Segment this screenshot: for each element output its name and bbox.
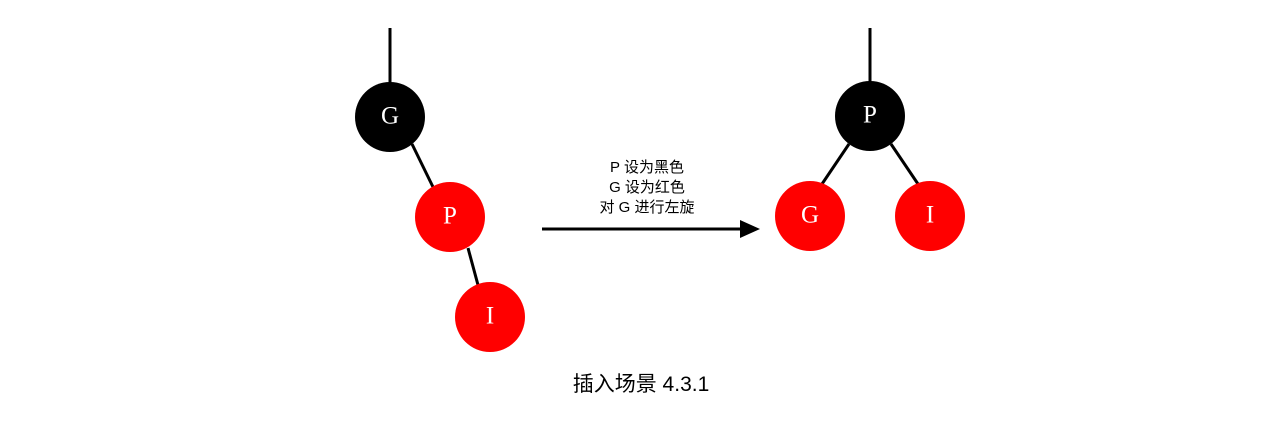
transformation-annotation: P 设为黑色 G 设为红色 对 G 进行左旋 (542, 159, 760, 238)
node-right-p-circle (835, 81, 905, 151)
transform-step-line-1: P 设为黑色 (610, 159, 684, 176)
before-rotation-tree: G P I (355, 28, 525, 352)
node-right-i-circle (895, 181, 965, 251)
transform-step-line-3: 对 G 进行左旋 (599, 199, 694, 216)
node-left-g[interactable]: G (355, 82, 425, 152)
node-right-p[interactable]: P (835, 81, 905, 151)
after-rotation-tree: P G I (775, 28, 965, 251)
transform-step-line-2: G 设为红色 (609, 179, 685, 196)
node-left-g-circle (355, 82, 425, 152)
edge-right-p-to-g (820, 143, 851, 185)
node-left-p-label: P (443, 203, 457, 230)
edge-left-p-to-i (466, 247, 480, 286)
node-left-p[interactable]: P (415, 182, 485, 252)
edge-right-p-to-i (889, 143, 920, 185)
node-right-g-circle (775, 181, 845, 251)
edge-left-g-to-p (410, 143, 435, 188)
node-right-i[interactable]: I (895, 181, 965, 251)
node-right-p-label: P (863, 102, 877, 129)
figure-caption: 插入场景 4.3.1 (573, 373, 710, 396)
transform-arrow-head (740, 220, 760, 238)
node-right-i-label: I (926, 202, 934, 229)
node-left-i-label: I (486, 303, 494, 330)
node-left-i-circle (455, 282, 525, 352)
node-left-p-circle (415, 182, 485, 252)
transform-arrow-icon (542, 220, 760, 238)
node-right-g-label: G (801, 202, 819, 229)
node-right-g[interactable]: G (775, 181, 845, 251)
node-left-g-label: G (381, 103, 399, 130)
node-left-i[interactable]: I (455, 282, 525, 352)
